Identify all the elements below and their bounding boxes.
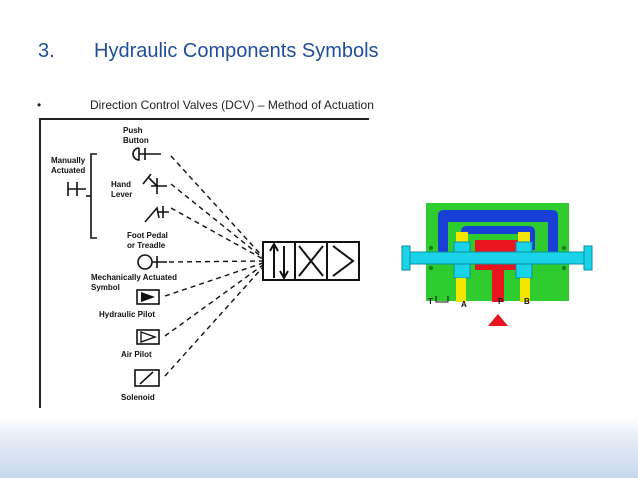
air-pilot-label: Air Pilot: [121, 350, 152, 359]
dashed-connectors: [164, 155, 264, 377]
valve-cutaway-diagram: T A P B: [398, 196, 594, 330]
hydraulic-pilot-label: Hydraulic Pilot: [99, 310, 155, 319]
return-channel: [438, 210, 558, 256]
foot-pedal-label-2: or Treadle: [127, 241, 166, 250]
hydraulic-pilot-triangle-icon: [141, 292, 155, 302]
air-pilot-triangle-icon: [140, 331, 158, 343]
actuation-methods-diagram: Manually Actuated Push Button Hand Lever…: [39, 118, 369, 408]
manual-group-label-1: Manually: [51, 156, 86, 165]
connector-hand-lever: [170, 183, 264, 259]
slide-title: 3. Hydraulic Components Symbols: [38, 40, 379, 63]
body-bolt-4: [562, 266, 566, 270]
bullet-dot: •: [37, 98, 42, 112]
mechanical-roller-icon: [137, 254, 153, 270]
dcv-arrow-up-head: [269, 241, 279, 252]
solenoid-label: Solenoid: [121, 393, 155, 402]
push-button-label-2: Button: [123, 136, 149, 145]
port-a-label: A: [461, 300, 467, 309]
pressure-source-icon: [488, 314, 508, 326]
mechanical-stem-icon: [152, 256, 167, 268]
connector-mechanical: [168, 260, 264, 263]
spool-end-right: [583, 245, 593, 271]
foot-pedal-icon: [144, 206, 169, 223]
hydraulic-pilot-box-icon: [136, 289, 160, 305]
dcv-arrow-down-head: [279, 270, 289, 281]
mechanical-label-2: Symbol: [91, 283, 120, 292]
dcv-valve-outline: [262, 241, 360, 281]
port-p-label: P: [498, 297, 504, 306]
manual-group-label-2: Actuated: [51, 166, 85, 175]
inner-channel: [461, 226, 535, 250]
connector-push-button: [170, 155, 264, 258]
body-bolt-1: [429, 246, 433, 250]
connector-air-pilot: [164, 264, 264, 337]
solenoid-slash-icon: [139, 371, 154, 385]
hand-lever-label-2: Lever: [111, 190, 132, 199]
port-b-label: B: [524, 297, 530, 306]
spool-rod: [405, 251, 589, 265]
manual-generic-icon: [67, 182, 86, 196]
connector-foot-pedal: [170, 207, 264, 260]
connector-solenoid: [164, 266, 264, 377]
air-pilot-box-icon: [136, 329, 160, 345]
bullet-subtitle: • Direction Control Valves (DCV) – Method…: [37, 98, 374, 112]
hand-lever-label-1: Hand: [111, 180, 131, 189]
push-button-icon: [132, 147, 161, 161]
actuation-diagram-svg: Manually Actuated Push Button Hand Lever…: [51, 126, 360, 402]
body-bolt-2: [429, 266, 433, 270]
slide-number: 3.: [38, 40, 55, 62]
port-t-label: T: [428, 297, 433, 306]
tank-icon: [435, 296, 449, 303]
spool-land-cap-right: [518, 232, 530, 242]
connector-hydraulic-pilot: [164, 262, 264, 297]
foot-pedal-label-1: Foot Pedal: [127, 231, 168, 240]
valve-cutaway-svg: T A P B: [401, 203, 593, 326]
dcv-valve-symbol: [262, 241, 360, 281]
mechanical-label-1: Mechanically Actuated: [91, 273, 177, 282]
subtitle-text: Direction Control Valves (DCV) – Method …: [90, 98, 374, 112]
bracket-icon: [86, 153, 97, 239]
push-button-label-1: Push: [123, 126, 143, 135]
hand-lever-icon: [142, 173, 167, 194]
dcv-blocked-icon: [332, 245, 355, 277]
pressure-inlet-line: [492, 270, 504, 302]
spool-end-left: [401, 245, 411, 271]
spool-land-cap-left: [456, 232, 468, 242]
slide-title-text: Hydraulic Components Symbols: [94, 40, 379, 62]
dcv-cross-line: [298, 245, 324, 277]
solenoid-box-icon: [134, 369, 160, 387]
slide-footer-band: [0, 418, 638, 478]
port-a-opening: [456, 278, 466, 302]
body-bolt-3: [562, 246, 566, 250]
port-b-opening: [520, 278, 530, 302]
